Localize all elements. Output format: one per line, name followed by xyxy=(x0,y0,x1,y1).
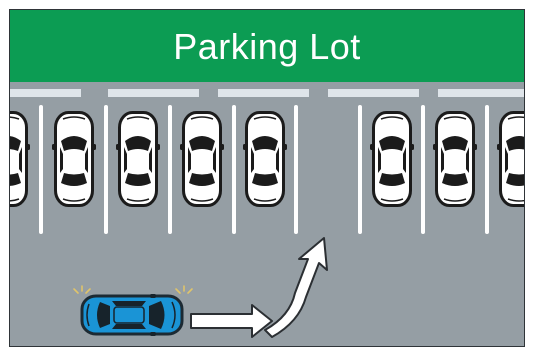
parked-car-icon xyxy=(116,113,160,206)
parked-car-icon xyxy=(243,113,287,206)
parked-car-icon xyxy=(10,113,30,206)
page-title: Parking Lot xyxy=(173,26,361,68)
parked-car-icon xyxy=(497,113,525,206)
moving-car-icon xyxy=(82,294,182,336)
parked-car-icon xyxy=(180,113,224,206)
parking-lot-scene: Parking Lot xyxy=(9,9,525,347)
curb-strip xyxy=(218,89,309,97)
curb-strip xyxy=(438,89,525,97)
curb-strip xyxy=(108,89,199,97)
parked-car-icon xyxy=(433,113,477,206)
curb-strip xyxy=(328,89,419,97)
parked-car-icon xyxy=(370,113,414,206)
page-banner: Parking Lot xyxy=(10,10,524,86)
parked-cars xyxy=(10,113,525,206)
curb-strip xyxy=(10,89,81,97)
parked-car-icon xyxy=(52,113,96,206)
